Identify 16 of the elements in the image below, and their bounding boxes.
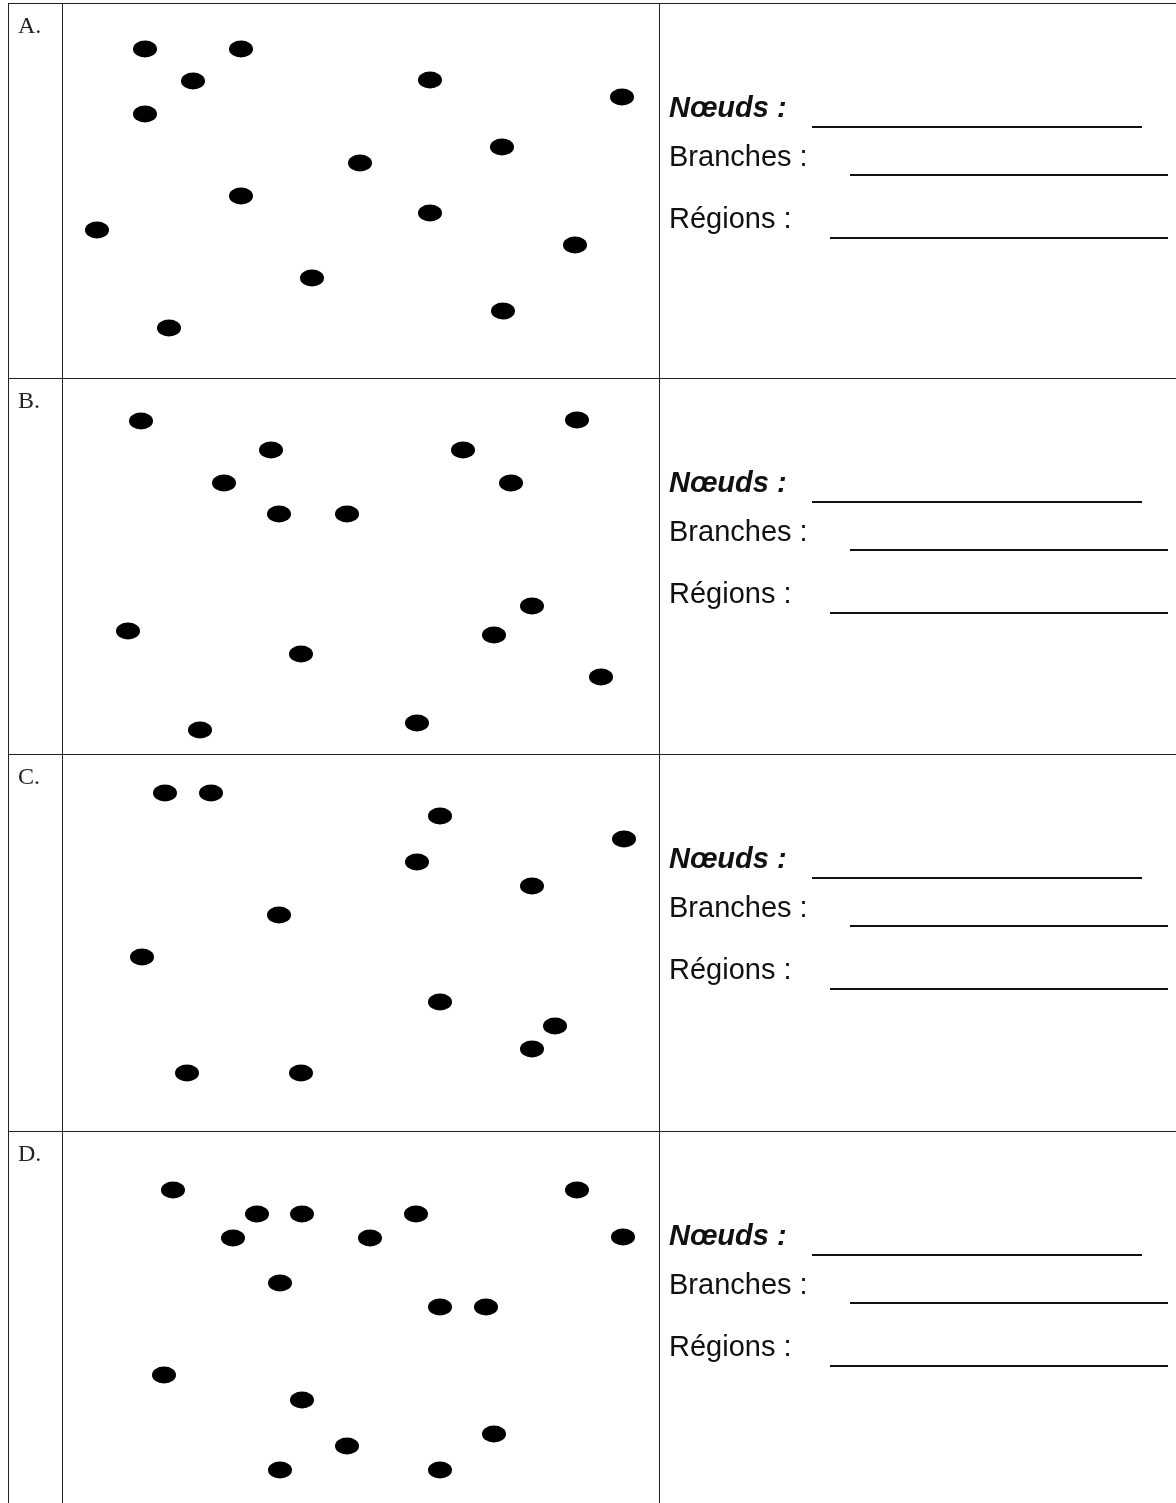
panel-letter: A. <box>18 13 42 37</box>
field-label: Régions : <box>669 955 792 984</box>
field-label: Branches : <box>669 893 808 922</box>
field-label: Nœuds : <box>669 1221 787 1250</box>
field-label: Branches : <box>669 517 808 546</box>
panel-letter: C. <box>18 764 40 788</box>
field-label: Nœuds : <box>669 93 787 122</box>
field-label: Branches : <box>669 142 808 171</box>
field-label: Régions : <box>669 579 792 608</box>
field-label: Régions : <box>669 1332 792 1361</box>
field-label: Branches : <box>669 1270 808 1299</box>
panel-letter: D. <box>18 1141 42 1165</box>
field-label: Régions : <box>669 204 792 233</box>
field-label: Nœuds : <box>669 468 787 497</box>
panel-letter: B. <box>18 388 40 412</box>
field-label: Nœuds : <box>669 844 787 873</box>
